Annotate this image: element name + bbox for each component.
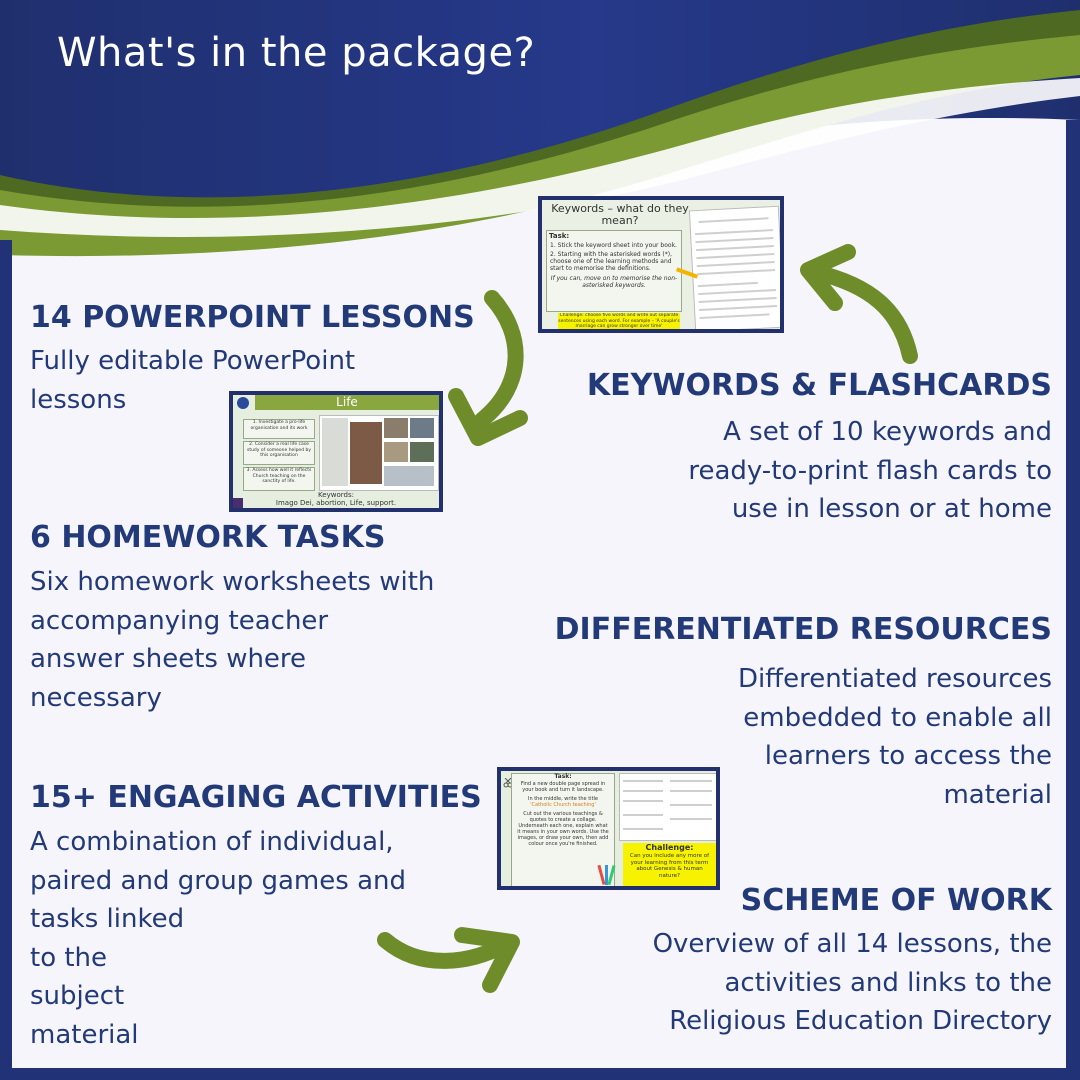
differentiated-line: material: [943, 779, 1052, 810]
scheme-heading: SCHEME OF WORK: [740, 883, 1052, 918]
activities-line: material: [30, 1019, 139, 1050]
differentiated-line: embedded to enable all: [743, 702, 1052, 733]
collage-challenge-box: Challenge: Can you include any more of y…: [623, 843, 716, 886]
life-keywords: Keywords: Imago Dei, abortion, Life, sup…: [233, 491, 439, 507]
keywords-task-extension: If you can, move on to memorise the non-…: [550, 275, 678, 289]
homework-heading: 6 HOMEWORK TASKS: [30, 520, 386, 555]
activities-line: A combination of individual,: [30, 827, 394, 857]
life-slide-thumbnail: Life 1. Investigate a pro-life organisat…: [229, 391, 443, 512]
collage-task-label: Task:: [554, 773, 572, 780]
activities-description: A combination of individual, paired and …: [30, 823, 406, 1054]
keywords-description: A set of 10 keywords and ready-to-print …: [688, 413, 1052, 529]
powerpoint-heading: 14 POWERPOINT LESSONS: [30, 300, 475, 335]
life-keywords-list: Imago Dei, abortion, Life, support.: [275, 499, 397, 507]
scheme-description: Overview of all 14 lessons, the activiti…: [653, 925, 1052, 1041]
scheme-line: Religious Education Directory: [669, 1006, 1052, 1036]
pencils-icon: [597, 863, 617, 886]
collage-slide-thumbnail: Task: Find a new double page spread in y…: [497, 767, 720, 890]
life-objective: 2. Consider a real life case study of so…: [243, 441, 315, 465]
globe-icon: [237, 397, 249, 409]
homework-line: accompanying teacher: [30, 605, 329, 636]
keywords-line: ready-to-print flash cards to: [688, 455, 1052, 486]
collage-task-text: Find a new double page spread in your bo…: [520, 781, 606, 793]
homework-line: Six homework worksheets with: [30, 567, 435, 597]
homework-line: answer sheets where: [30, 644, 307, 674]
content-panel: [12, 117, 1080, 1069]
keywords-task-step: 2. Starting with the asterisked words (*…: [550, 251, 673, 272]
white-swoosh: [0, 78, 1080, 237]
green-arrow-right: [377, 927, 520, 993]
activities-line: to the: [30, 942, 108, 973]
keywords-task-label: Task:: [549, 232, 570, 240]
collage-challenge-text: Can you include any more of your learnin…: [629, 853, 710, 879]
life-objective: 3. Assess how well it reflects Church te…: [243, 467, 315, 491]
keywords-sheet-image: [688, 205, 780, 329]
scheme-line: activities and links to the: [724, 967, 1053, 998]
life-slide-title: Life: [255, 395, 439, 410]
collage-task-text: In the middle, write the title: [527, 796, 598, 802]
life-keywords-label: Keywords:: [318, 491, 354, 499]
powerpoint-line: lessons: [30, 384, 127, 415]
keywords-slide-thumbnail: Keywords – what do they mean? Task: 1. S…: [538, 196, 784, 333]
green-swoosh-dark: [0, 10, 1080, 252]
collage-task-box: Task: Find a new double page spread in y…: [511, 773, 615, 886]
green-swoosh-light: [0, 35, 1080, 257]
collage-task-title: 'Catholic Church teaching': [530, 802, 596, 808]
activities-line: tasks linked: [30, 904, 185, 934]
keywords-task-box: Task: 1. Stick the keyword sheet into yo…: [546, 230, 682, 312]
differentiated-line: learners to access the: [764, 741, 1052, 771]
green-arrow-down: [448, 290, 528, 446]
keywords-slide-title: Keywords – what do they mean?: [551, 202, 689, 227]
keywords-line: A set of 10 keywords and: [723, 417, 1052, 447]
differentiated-heading: DIFFERENTIATED RESOURCES: [554, 612, 1052, 647]
slide-logo-icon: [233, 498, 243, 508]
activities-line: paired and group games and: [30, 865, 406, 896]
life-photo-collage: [319, 415, 439, 491]
green-arrow-up: [800, 244, 918, 364]
differentiated-description: Differentiated resources embedded to ena…: [738, 660, 1052, 814]
differentiated-line: Differentiated resources: [737, 664, 1052, 694]
collage-worksheet-image: [619, 773, 716, 841]
activities-heading: 15+ ENGAGING ACTIVITIES: [30, 780, 482, 815]
homework-description: Six homework worksheets with accompanyin…: [30, 563, 434, 717]
page-title: What's in the package?: [57, 30, 536, 76]
scheme-line: Overview of all 14 lessons, the: [652, 929, 1052, 959]
keywords-challenge-box: Challenge: choose five words and write o…: [558, 313, 680, 329]
life-objective: 1. Investigate a pro-life organisation a…: [243, 419, 315, 439]
keywords-task-step: 1. Stick the keyword sheet into your boo…: [550, 242, 677, 249]
collage-task-text: Cut out the various teachings & quotes t…: [517, 811, 609, 847]
powerpoint-description: Fully editable PowerPoint lessons: [30, 342, 355, 419]
collage-challenge-label: Challenge:: [645, 843, 694, 852]
powerpoint-line: Fully editable PowerPoint: [30, 346, 356, 376]
keywords-line: use in lesson or at home: [731, 494, 1052, 524]
homework-line: necessary: [30, 682, 162, 713]
activities-line: subject: [30, 981, 125, 1011]
keywords-heading: KEYWORDS & FLASHCARDS: [586, 368, 1052, 403]
